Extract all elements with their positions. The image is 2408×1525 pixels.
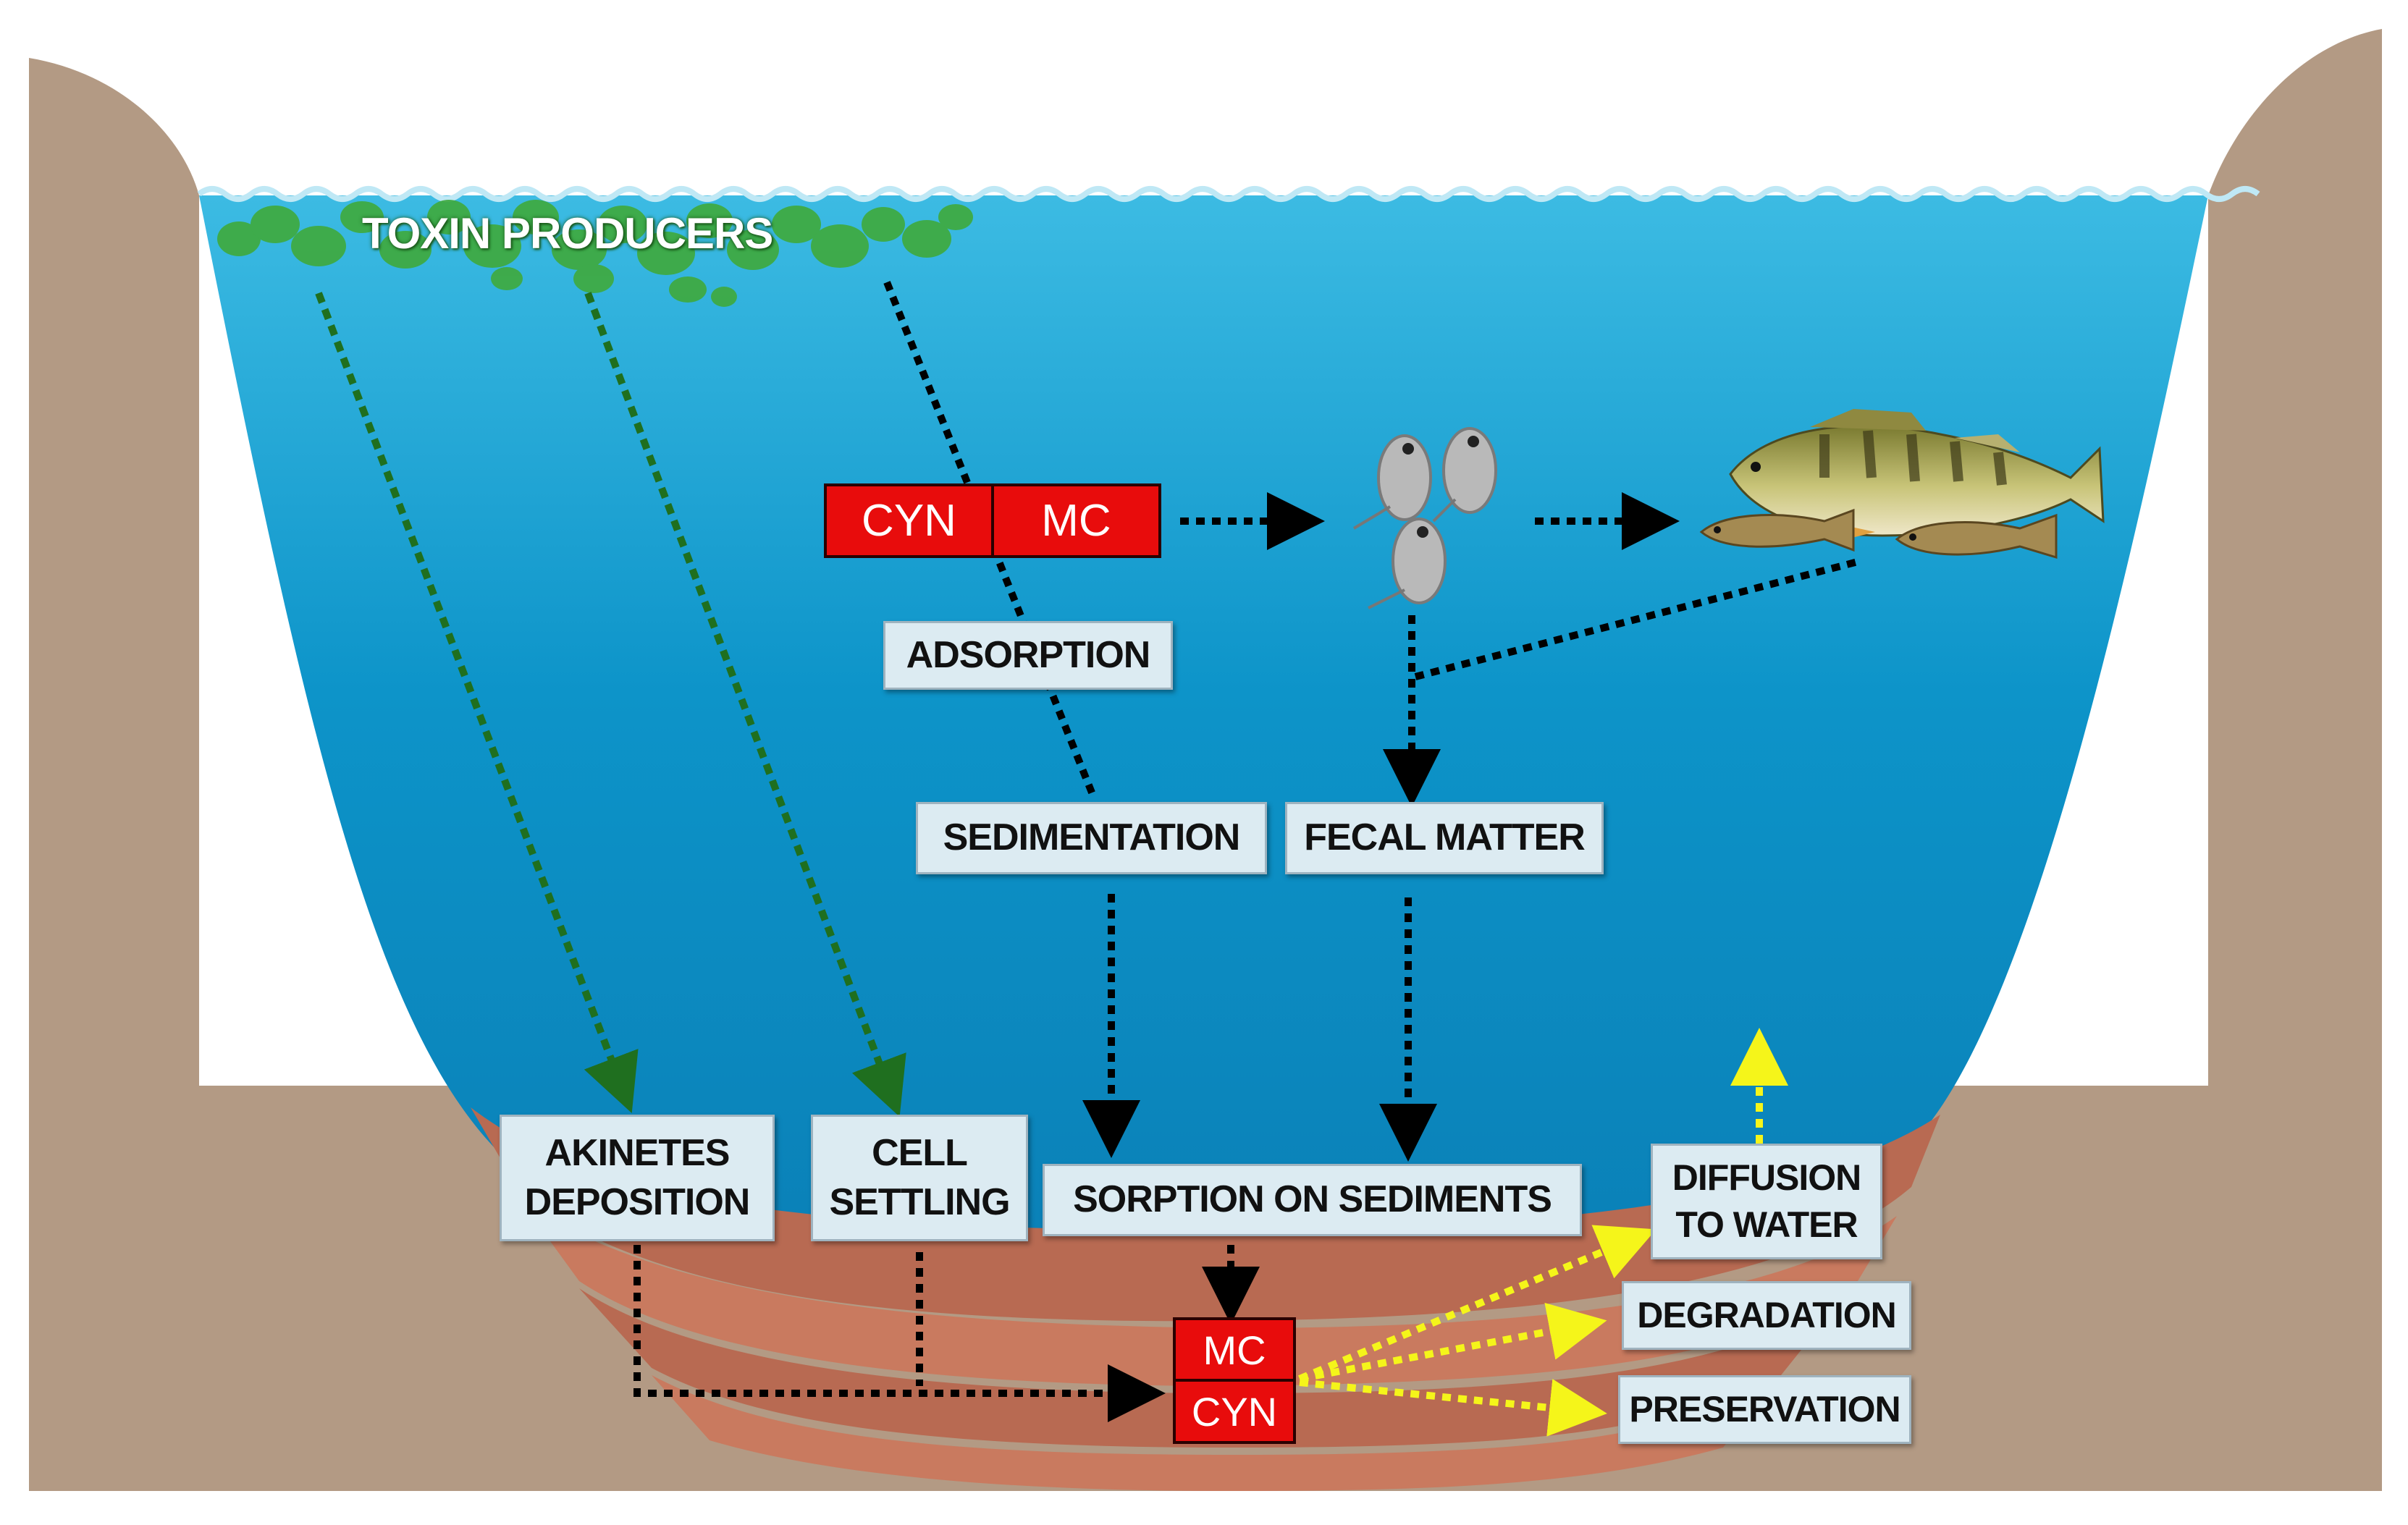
zooplankton-icon [1352, 427, 1497, 609]
toxin-producers-label: TOXIN PRODUCERS [362, 209, 773, 258]
diffusion-to-water-label: DIFFUSION TO WATER [1651, 1144, 1882, 1259]
degradation-label: DEGRADATION [1622, 1281, 1911, 1350]
mc-box-upper: MC [991, 483, 1161, 558]
cyn-box-lower: CYN [1173, 1379, 1296, 1444]
water-surface [197, 186, 2260, 202]
food-web-arrows [633, 492, 1862, 1422]
akinetes-deposition-label: AKINETES DEPOSITION [500, 1115, 775, 1241]
fate-arrows-yellow [1298, 1028, 1788, 1437]
settling-arrows-green [315, 292, 906, 1118]
fecal-matter-label: FECAL MATTER [1285, 802, 1604, 874]
algae-bloom-icon [217, 200, 973, 307]
fish-icon [1699, 409, 2105, 559]
adsorption-label: ADSORPTION [883, 621, 1173, 690]
cell-settling-label: CELL SETTLING [811, 1115, 1028, 1241]
mc-box-lower: MC [1173, 1317, 1296, 1382]
sorption-on-sediments-label: SORPTION ON SEDIMENTS [1043, 1164, 1582, 1236]
water-body [199, 195, 2208, 1296]
cyn-box-upper: CYN [824, 483, 994, 558]
sedimentation-label: SEDIMENTATION [916, 802, 1267, 874]
preservation-label: PRESERVATION [1618, 1375, 1911, 1444]
